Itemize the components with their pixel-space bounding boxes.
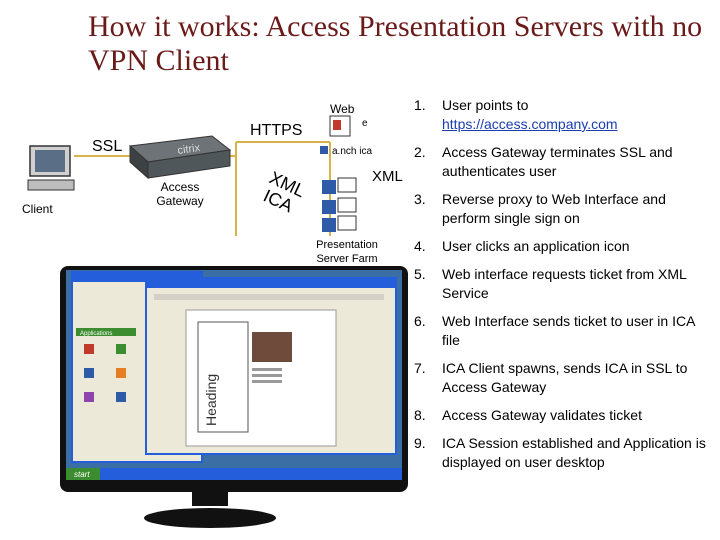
step-number: 9. [414,435,426,451]
step-item: 6. Web Interface sends ticket to user in … [414,312,714,350]
step-link[interactable]: https://access.company.com [442,116,618,132]
step-text: User clicks an application icon [442,238,630,254]
server-farm-label: Presentation Server Farm [316,239,378,265]
step-number: 3. [414,191,426,207]
web-partial-label: e [362,118,368,129]
start-label: start [74,470,90,479]
step-text: User points to [442,97,529,113]
step-item: 1. User points to https://access.company.c… [414,96,714,134]
steps-list: 1. User points to https://access.company.c… [414,96,714,481]
step-text: Access Gateway validates ticket [442,407,642,423]
step-number: 5. [414,266,426,282]
step-item: 8. Access Gateway validates ticket [414,406,714,425]
monitor: Applications Heading start [60,266,408,492]
step-text: Web Interface sends ticket to user in IC… [442,313,695,348]
client-label: Client [22,202,53,216]
desktop-screenshot: Applications Heading start [66,270,402,480]
monitor-stand [144,488,276,528]
step-text: Reverse proxy to Web Interface and perfo… [442,191,666,226]
step-item: 7. ICA Client spawns, sends ICA in SSL to… [414,359,714,397]
step-item: 3. Reverse proxy to Web Interface and per… [414,190,714,228]
ssl-label: SSL [92,138,123,155]
step-text: Web interface requests ticket from XML S… [442,266,687,301]
gateway-label: Access Gateway [156,180,204,208]
xml-label: XML [372,168,403,185]
heading-text: Heading [203,374,219,426]
step-number: 6. [414,313,426,329]
start-button [66,468,100,480]
launch-ica-label: a.nch ica [332,146,373,157]
step-item: 5. Web interface requests ticket from XML… [414,265,714,303]
step-item: 2. Access Gateway terminates SSL and auth… [414,143,714,181]
desktop-screenshot-graphic: Applications Heading start [66,271,402,480]
client-computer-icon [27,145,75,191]
step-number: 7. [414,360,426,376]
step-number: 2. [414,144,426,160]
gateway-brand-text: citrix [177,142,202,157]
step-number: 1. [414,97,426,113]
https-label: HTTPS [250,122,303,139]
step-text: ICA Session established and Application … [442,435,706,470]
web-label: Web [330,102,355,116]
step-item: 9. ICA Session established and Applicatio… [414,434,714,472]
step-number: 8. [414,407,426,423]
step-item: 4. User clicks an application icon [414,237,714,256]
applications-tab-label: Applications [80,331,112,337]
access-gateway-icon: citrix [128,135,232,180]
step-number: 4. [414,238,426,254]
page-title: How it works: Access Presentation Server… [88,10,703,77]
web-interface-icon [320,115,351,154]
taskbar [66,468,402,480]
server-farm-icon [322,177,357,232]
step-text: Access Gateway terminates SSL and authen… [442,144,673,179]
step-text: ICA Client spawns, sends ICA in SSL to A… [442,360,688,395]
